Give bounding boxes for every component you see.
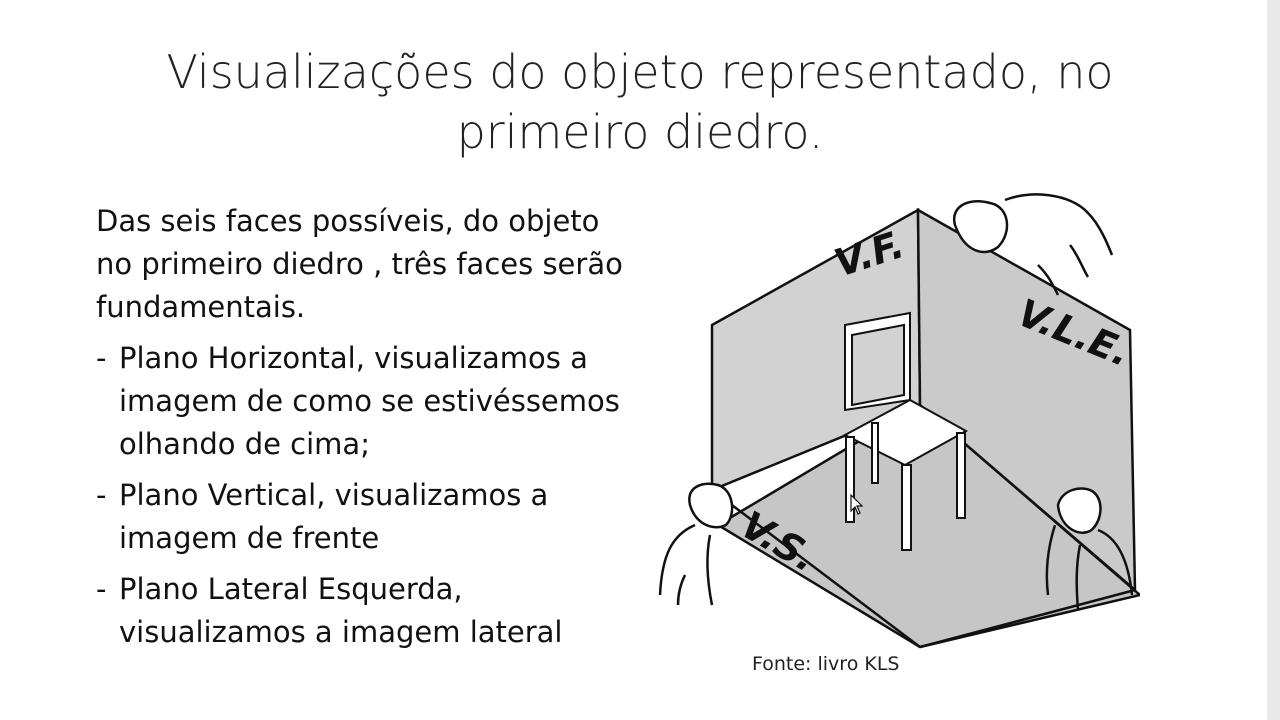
bullet-item-vertical: - Plano Vertical, visualizamos a imagem … — [96, 474, 636, 560]
bullet-dash: - — [96, 341, 107, 375]
slide-title: Visualizações do objeto representado, no… — [166, 45, 1114, 159]
bullet-item-horizontal: - Plano Horizontal, visualizamos a image… — [96, 337, 636, 466]
bullet-text: Plano Vertical, visualizamos a imagem de… — [119, 478, 549, 555]
figure-source-caption: Fonte: livro KLS — [752, 653, 900, 675]
observer-bottom-left-figure — [658, 482, 734, 606]
bullet-list: - Plano Horizontal, visualizamos a image… — [96, 337, 636, 654]
slide-body: Das seis faces possíveis, do objeto no p… — [96, 200, 636, 662]
move-cursor-icon — [850, 494, 863, 515]
intro-paragraph: Das seis faces possíveis, do objeto no p… — [96, 204, 623, 324]
right-edge-bar — [1267, 0, 1280, 720]
bullet-dash: - — [96, 478, 107, 512]
floor-right-edge — [919, 588, 1136, 649]
observer-bottom-right-figure — [1045, 487, 1134, 611]
bullet-dash: - — [96, 572, 107, 606]
bullet-text: Plano Lateral Esquerda, visualizamos a i… — [119, 572, 563, 649]
bullet-item-lateral: - Plano Lateral Esquerda, visualizamos a… — [96, 568, 636, 654]
projection-planes-illustration: V.F. V.L.E. V.S. — [658, 193, 1140, 649]
floor-front-edge — [711, 489, 921, 648]
observer-top-right-figure — [952, 193, 1114, 296]
chair-drawing — [842, 311, 969, 551]
bullet-text: Plano Horizontal, visualizamos a imagem … — [119, 341, 620, 461]
